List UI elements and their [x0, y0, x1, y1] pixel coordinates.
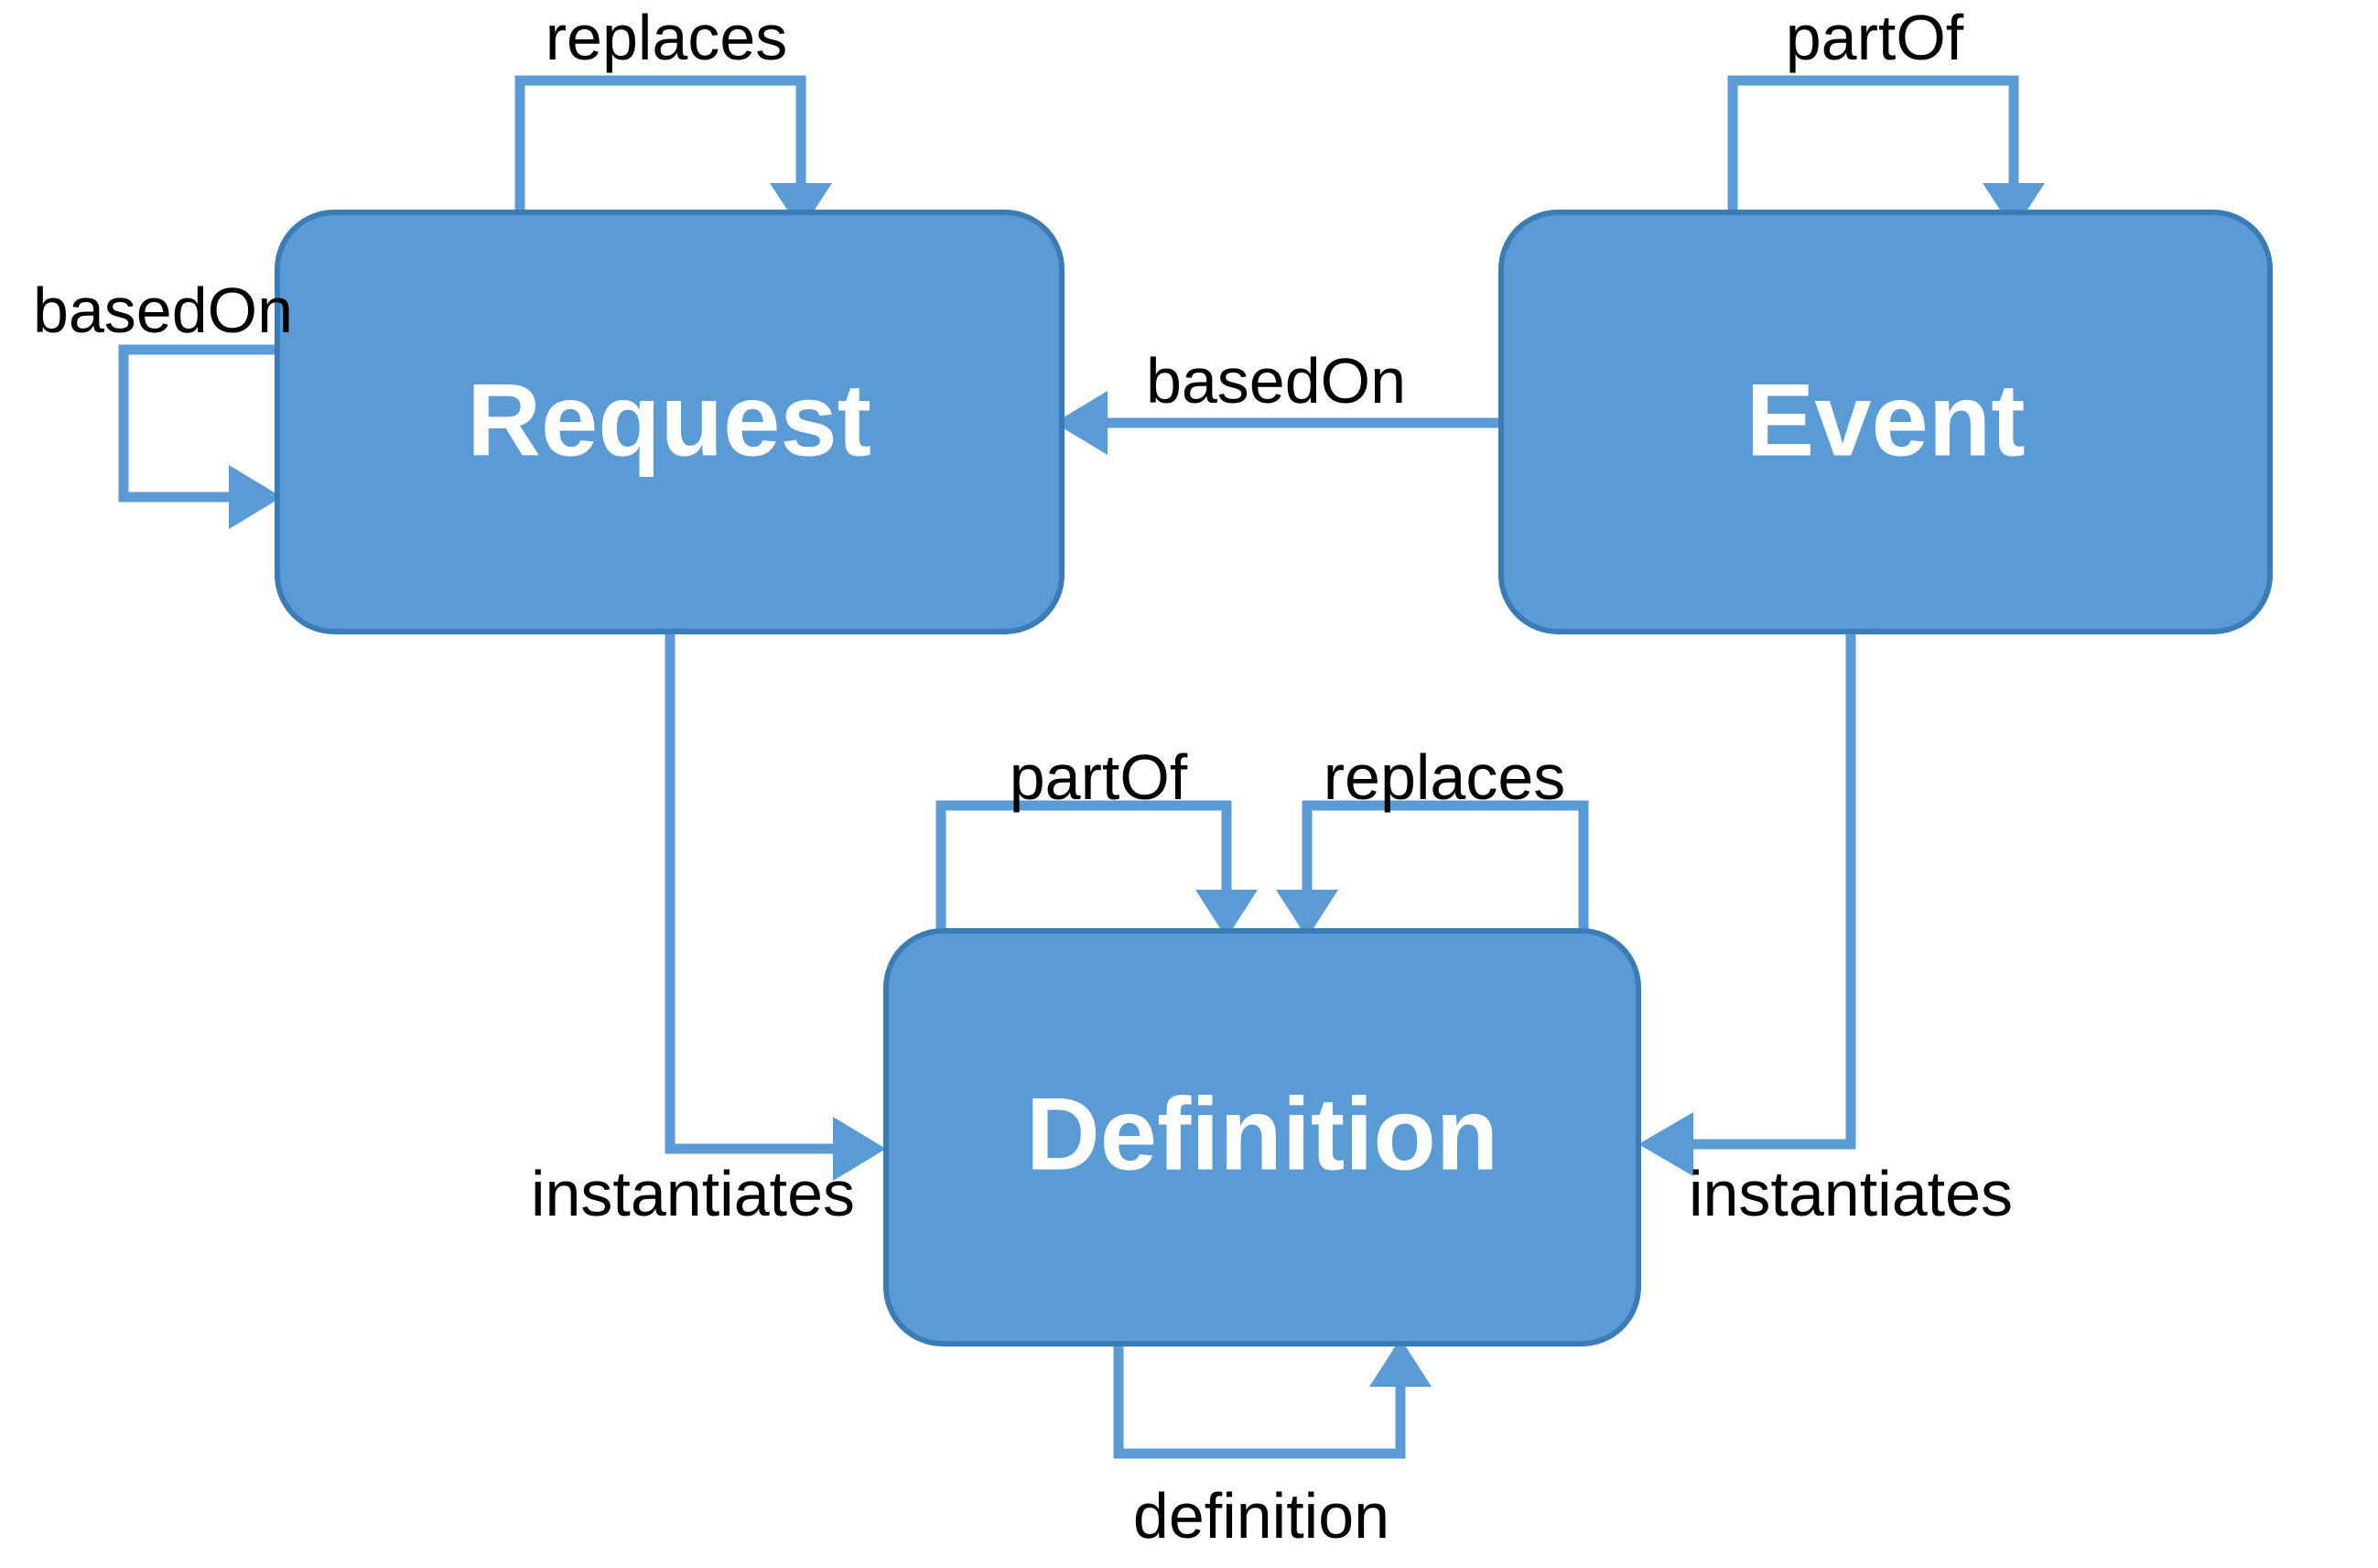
node-request[interactable]: Request [275, 210, 1065, 634]
node-event-label: Event [1746, 363, 2026, 478]
edge-label-definition-partof: partOf [1010, 741, 1188, 813]
arrowhead-icon [833, 1117, 886, 1181]
edge-line [1113, 1338, 1406, 1459]
edge-line [1689, 632, 1856, 1150]
arrowhead-icon [770, 183, 832, 231]
node-definition-label: Definition [1026, 1077, 1498, 1192]
edge-label-request-basedon: basedOn [33, 275, 293, 346]
edge-label-definition-definition: definition [1133, 1480, 1389, 1552]
edge-definition-partof-self[interactable] [935, 800, 1258, 938]
edge-line [118, 344, 286, 503]
edges-layer [118, 75, 2045, 1459]
arrowhead-icon [229, 465, 282, 529]
node-request-label: Request [467, 363, 871, 478]
edge-event-partof-self[interactable] [1727, 75, 2045, 231]
edge-line [1727, 75, 2019, 220]
edge-label-event-partof: partOf [1786, 2, 1964, 73]
edge-label-event-instantiates: instantiates [1689, 1158, 2013, 1229]
arrowhead-icon [1195, 890, 1258, 938]
arrowhead-icon [1369, 1338, 1432, 1387]
node-event-shape [1498, 210, 2273, 634]
edge-event-basedon-request[interactable] [1054, 391, 1501, 455]
edge-label-event-basedon-request: basedOn [1146, 345, 1406, 416]
edge-labels-layer: replaces basedOn partOf basedOn instanti… [33, 2, 2013, 1552]
edge-line [514, 75, 806, 220]
edge-request-basedon-self[interactable] [118, 344, 286, 529]
edge-event-instantiates-definition[interactable] [1638, 632, 1856, 1176]
node-request-shape [275, 210, 1065, 634]
arrowhead-icon [1054, 391, 1108, 455]
edge-line [1302, 800, 1589, 938]
node-definition[interactable]: Definition [883, 928, 1641, 1346]
edge-request-instantiates-definition[interactable] [665, 632, 886, 1181]
arrowhead-icon [1983, 183, 2045, 231]
node-definition-shape [883, 928, 1641, 1346]
edge-line [935, 800, 1232, 938]
edge-line [665, 632, 838, 1154]
edge-label-definition-replaces: replaces [1324, 741, 1566, 813]
edge-label-request-replaces: replaces [546, 2, 788, 73]
edge-definition-definition-self[interactable] [1113, 1338, 1432, 1459]
node-event[interactable]: Event [1498, 210, 2273, 634]
edge-definition-replaces-self[interactable] [1276, 800, 1589, 938]
arrowhead-icon [1638, 1112, 1693, 1176]
arrowhead-icon [1276, 890, 1338, 938]
nodes-layer: Request Event Definition [275, 210, 2273, 1346]
edge-request-replaces-self[interactable] [514, 75, 832, 231]
edge-label-request-instantiates: instantiates [531, 1158, 855, 1229]
